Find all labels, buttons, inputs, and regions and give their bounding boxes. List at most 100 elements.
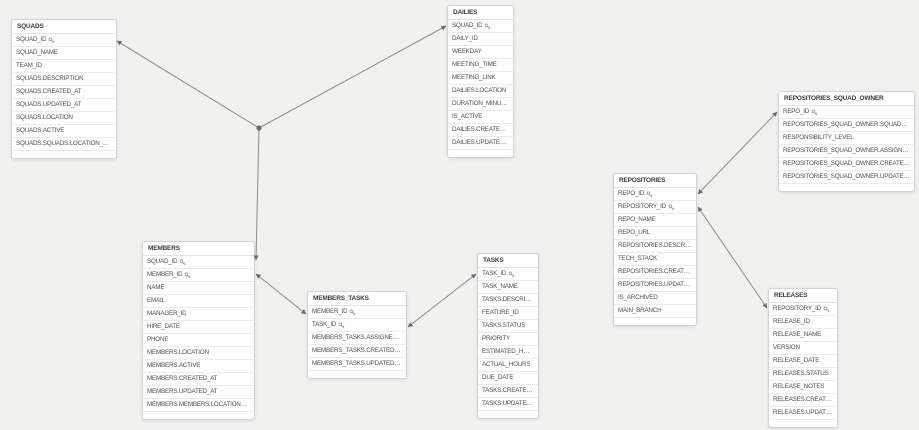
- field-name: NAME: [147, 284, 165, 291]
- field-row[interactable]: DAILIES.CREATED_AT: [448, 124, 513, 137]
- field-row[interactable]: DUE_DATE: [478, 372, 538, 385]
- field-row[interactable]: IS_ARCHIVED: [614, 292, 696, 305]
- field-row[interactable]: MAIN_BRANCH: [614, 305, 696, 318]
- field-row[interactable]: SQUADS.LOCATION: [12, 112, 116, 125]
- field-row[interactable]: SQUADS.SQUADS.LOCATION_GeoInfo: [12, 138, 116, 151]
- field-row[interactable]: RELEASES.UPDATED_AT: [769, 407, 837, 420]
- field-row[interactable]: TASKS.UPDATED_AT: [478, 398, 538, 411]
- field-row[interactable]: SQUAD_ID: [12, 34, 116, 47]
- field-row[interactable]: FEATURE_ID: [478, 307, 538, 320]
- field-row[interactable]: HIRE_DATE: [143, 321, 254, 334]
- field-row[interactable]: NAME: [143, 282, 254, 295]
- field-row[interactable]: MEMBERS.LOCATION: [143, 347, 254, 360]
- field-row[interactable]: RELEASES.STATUS: [769, 368, 837, 381]
- table-title[interactable]: REPOSITORIES: [614, 174, 696, 188]
- field-row[interactable]: MEMBERS_TASKS.UPDATED_AT: [308, 358, 406, 371]
- field-row[interactable]: REPOSITORY_ID: [614, 201, 696, 214]
- field-row[interactable]: REPOSITORY_ID: [769, 303, 837, 316]
- field-name: REPOSITORIES_SQUAD_OWNER.CREATED_AT: [783, 160, 910, 167]
- field-row[interactable]: REPOSITORIES.UPDATED_AT: [614, 279, 696, 292]
- field-row[interactable]: RELEASE_DATE: [769, 355, 837, 368]
- field-name: MAIN_BRANCH: [618, 307, 662, 314]
- table-title[interactable]: MEMBERS_TASKS: [308, 292, 406, 306]
- field-row[interactable]: MEMBER_ID: [308, 306, 406, 319]
- field-row[interactable]: REPO_ID: [614, 188, 696, 201]
- field-row[interactable]: REPO_NAME: [614, 214, 696, 227]
- field-row[interactable]: MEMBERS.MEMBERS.LOCATION_GeoInfo: [143, 399, 254, 412]
- field-row[interactable]: MEMBERS.CREATED_AT: [143, 373, 254, 386]
- field-row[interactable]: TASKS.DESCRIPTION: [478, 294, 538, 307]
- field-row[interactable]: MEMBER_ID: [143, 269, 254, 282]
- field-row[interactable]: TASKS.STATUS: [478, 320, 538, 333]
- field-row[interactable]: TASKS.CREATED_AT: [478, 385, 538, 398]
- field-row[interactable]: RELEASE_NOTES: [769, 381, 837, 394]
- field-name: PRIORITY: [482, 335, 510, 342]
- field-name: TASKS.STATUS: [482, 322, 526, 329]
- field-row[interactable]: SQUADS.DESCRIPTION: [12, 73, 116, 86]
- field-row[interactable]: RELEASE_NAME: [769, 329, 837, 342]
- field-row[interactable]: ACTUAL_HOURS: [478, 359, 538, 372]
- table-title[interactable]: SQUADS: [12, 20, 116, 34]
- field-row[interactable]: REPO_URL: [614, 227, 696, 240]
- field-row[interactable]: WEEKDAY: [448, 46, 513, 59]
- field-row[interactable]: MEETING_LINK: [448, 72, 513, 85]
- field-row[interactable]: MEMBERS_TASKS.CREATED_AT: [308, 345, 406, 358]
- field-row[interactable]: VERSION: [769, 342, 837, 355]
- field-name: MEMBERS_TASKS.ASSIGNED_DATE: [312, 334, 402, 341]
- table-title[interactable]: MEMBERS: [143, 242, 254, 256]
- table-title[interactable]: DAILIES: [448, 6, 513, 20]
- field-row[interactable]: SQUAD_NAME: [12, 47, 116, 60]
- field-row[interactable]: SQUADS.CREATED_AT: [12, 86, 116, 99]
- field-row[interactable]: REPOSITORIES.CREATED_AT: [614, 266, 696, 279]
- field-row[interactable]: EMAIL: [143, 295, 254, 308]
- field-row[interactable]: IS_ACTIVE: [448, 111, 513, 124]
- field-row[interactable]: DURATION_MINUTES: [448, 98, 513, 111]
- field-row[interactable]: RELEASE_ID: [769, 316, 837, 329]
- table-title[interactable]: REPOSITORIES_SQUAD_OWNER: [779, 92, 914, 106]
- field-row[interactable]: MEMBERS.ACTIVE: [143, 360, 254, 373]
- field-row[interactable]: ESTIMATED_HOURS: [478, 346, 538, 359]
- field-row[interactable]: REPOSITORIES_SQUAD_OWNER.SQUAD_ID: [779, 119, 914, 132]
- field-row[interactable]: SQUADS.ACTIVE: [12, 125, 116, 138]
- table-title[interactable]: RELEASES: [769, 289, 837, 303]
- field-row[interactable]: REPO_ID: [779, 106, 914, 119]
- field-row[interactable]: RESPONSIBILITY_LEVEL: [779, 132, 914, 145]
- field-row[interactable]: MEMBERS_TASKS.ASSIGNED_DATE: [308, 332, 406, 345]
- field-row[interactable]: SQUADS.UPDATED_AT: [12, 99, 116, 112]
- field-row[interactable]: REPOSITORIES.DESCRIPTION: [614, 240, 696, 253]
- field-row[interactable]: TASK_ID: [478, 268, 538, 281]
- field-row[interactable]: REPOSITORIES_SQUAD_OWNER.CREATED_AT: [779, 158, 914, 171]
- field-row[interactable]: TASK_ID: [308, 319, 406, 332]
- field-row[interactable]: REPOSITORIES_SQUAD_OWNER.ASSIGNED_DATE: [779, 145, 914, 158]
- table-title[interactable]: TASKS: [478, 254, 538, 268]
- field-row[interactable]: TECH_STACK: [614, 253, 696, 266]
- field-row[interactable]: SQUAD_ID: [143, 256, 254, 269]
- field-row[interactable]: MEETING_TIME: [448, 59, 513, 72]
- field-row[interactable]: SQUAD_ID: [448, 20, 513, 33]
- field-row[interactable]: TASK_NAME: [478, 281, 538, 294]
- field-row[interactable]: PRIORITY: [478, 333, 538, 346]
- field-row[interactable]: PHONE: [143, 334, 254, 347]
- field-row[interactable]: TEAM_ID: [12, 60, 116, 73]
- field-name: TASK_ID: [482, 270, 507, 277]
- key-icon: [184, 272, 191, 279]
- field-name: MEMBERS.MEMBERS.LOCATION_GeoInfo: [147, 401, 250, 408]
- field-row[interactable]: DAILIES.UPDATED_AT: [448, 137, 513, 150]
- table-tasks[interactable]: TASKS TASK_ID TASK_NAMETASKS.DESCRIPTIONFE…: [477, 253, 539, 419]
- field-row[interactable]: MANAGER_ID: [143, 308, 254, 321]
- key-icon: [338, 322, 345, 329]
- field-row[interactable]: REPOSITORIES_SQUAD_OWNER.UPDATED_AT: [779, 171, 914, 184]
- field-row[interactable]: DAILIES.LOCATION: [448, 85, 513, 98]
- field-name: TECH_STACK: [618, 255, 657, 262]
- field-row[interactable]: DAILY_ID: [448, 33, 513, 46]
- field-row[interactable]: RELEASES.CREATED_AT: [769, 394, 837, 407]
- field-row[interactable]: MEMBERS.UPDATED_AT: [143, 386, 254, 399]
